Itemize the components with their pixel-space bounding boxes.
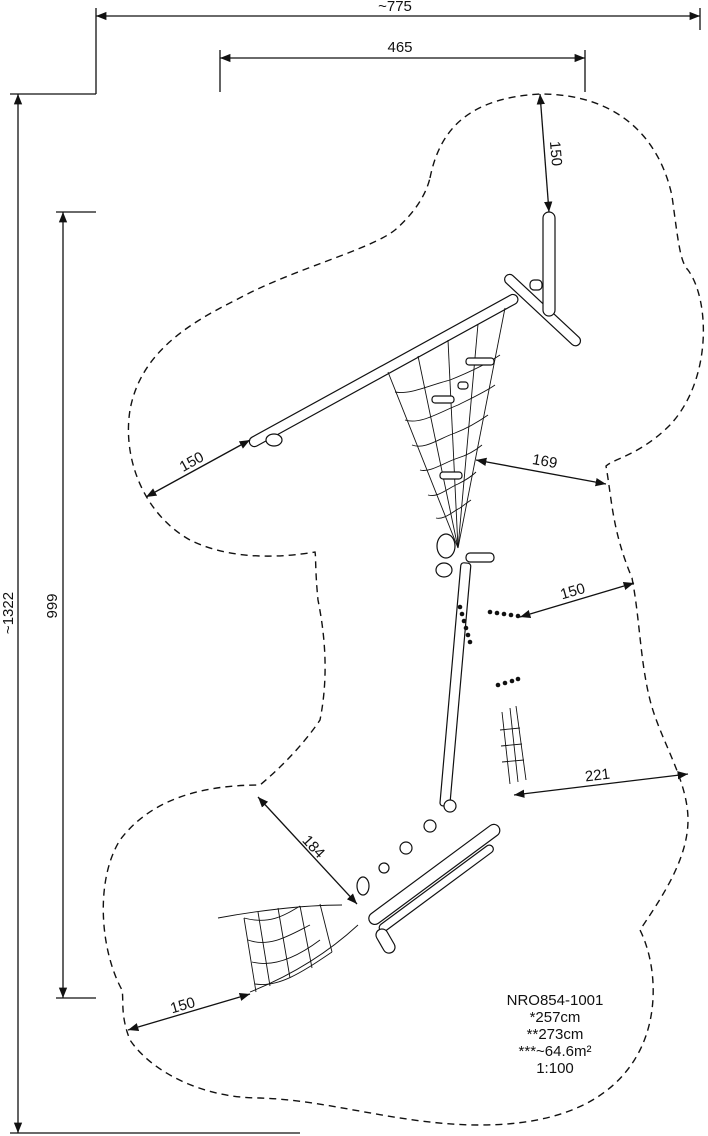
inner-width-label: 465	[387, 39, 412, 56]
clearance-net-label: 169	[531, 451, 559, 472]
climbing-frame-middle	[435, 533, 527, 807]
clearance-top-label: 150	[546, 140, 565, 166]
free-height-1: *257cm	[529, 1009, 581, 1026]
climbing-frame-bottom	[217, 799, 501, 993]
clearance-bottom-label: 150	[168, 994, 197, 1017]
safety-area: ***~64.6m²	[518, 1043, 592, 1060]
clearance-top: 150	[536, 93, 565, 213]
clearance-left: 150	[145, 439, 251, 498]
clearance-mid: 150	[519, 580, 635, 619]
free-height-2: **273cm	[526, 1026, 584, 1043]
overall-height-dimension: ~1322	[0, 93, 300, 1134]
inner-height-label: 999	[44, 593, 61, 618]
product-code: NRO854-1001	[506, 992, 604, 1009]
overall-width-label: ~775	[378, 0, 412, 15]
clearance-mid-label: 150	[558, 580, 587, 603]
clearance-inner-label: 184	[299, 832, 329, 862]
clearance-bottom: 150	[127, 992, 251, 1032]
overall-width-dimension: ~775	[95, 0, 701, 94]
clearance-inner: 184	[257, 796, 358, 905]
clearance-right-label: 221	[584, 766, 611, 786]
climbing-frame-top	[248, 211, 582, 549]
inner-height-dimension: 999	[44, 211, 96, 999]
inner-width-dimension: 465	[219, 39, 586, 92]
product-info-block: NRO854-1001 *257cm **273cm ***~64.6m² 1:…	[470, 992, 640, 1077]
drawing-scale: 1:100	[536, 1060, 574, 1077]
safety-zone-outline	[102, 93, 705, 1126]
clearance-left-label: 150	[177, 449, 207, 476]
overall-height-label: ~1322	[0, 592, 17, 634]
clearance-right: 221	[513, 766, 689, 798]
clearance-net: 169	[475, 451, 607, 487]
